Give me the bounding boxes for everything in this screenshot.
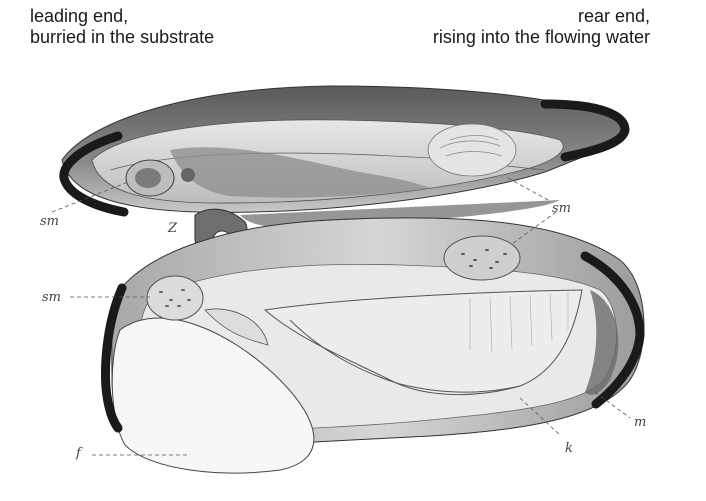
upper-left-muscle-scar-core — [135, 168, 161, 188]
label-z: Z — [167, 221, 178, 236]
lower-right-muscle-scar — [444, 236, 520, 280]
leader-sm-right — [508, 178, 548, 200]
label-k: k — [565, 441, 573, 456]
lower-left-muscle-scar — [147, 276, 203, 320]
upper-small-scar — [181, 168, 195, 182]
label-sm-right: sm — [552, 201, 571, 216]
label-m: m — [634, 415, 646, 430]
upper-valve — [62, 86, 623, 212]
label-sm-mid: sm — [42, 290, 61, 305]
label-sm-left: sm — [40, 214, 59, 229]
upper-right-muscle-scar — [428, 124, 516, 176]
lower-valve — [112, 218, 644, 473]
label-f: f — [75, 446, 83, 461]
